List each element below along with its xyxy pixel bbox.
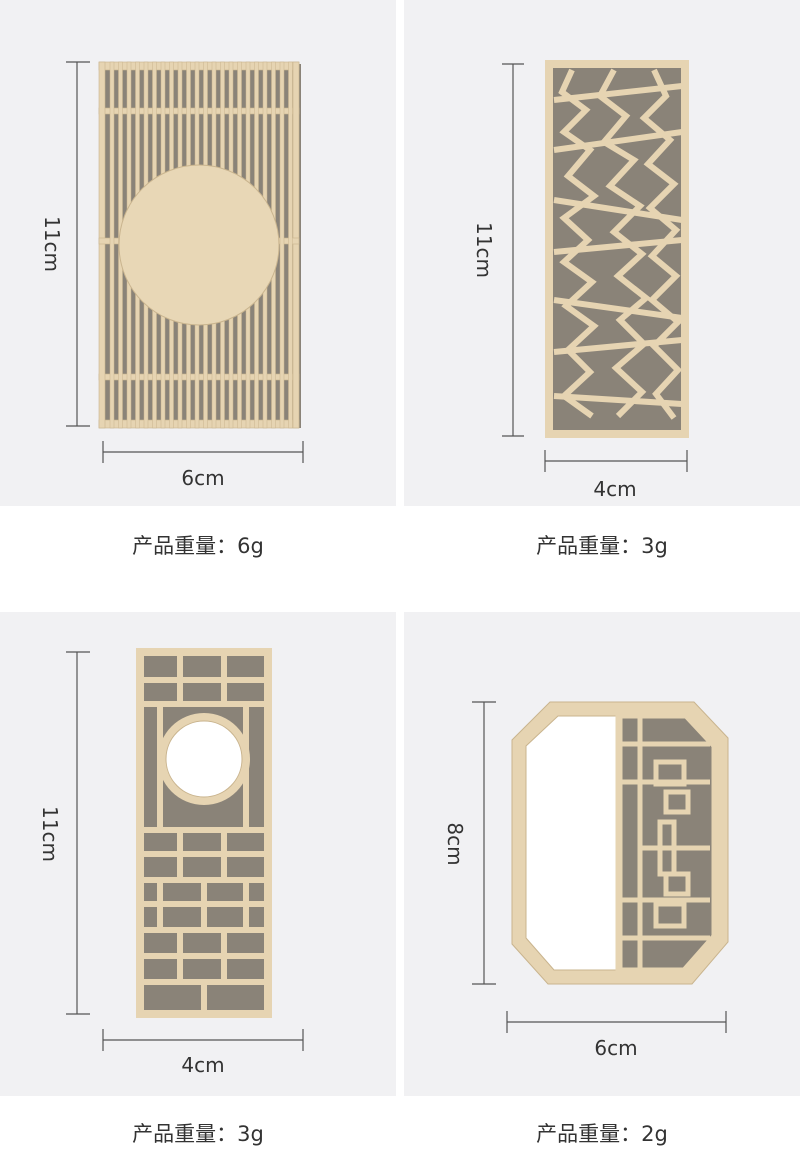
width-label-2: 4cm xyxy=(593,477,637,501)
width-label-1: 6cm xyxy=(181,466,225,490)
height-label-3: 11cm xyxy=(38,806,62,862)
weight-caption-1: 产品重量：6g xyxy=(132,534,264,558)
weight-caption-4: 产品重量：2g xyxy=(536,1122,668,1146)
ice-crack-lattice-coaster xyxy=(502,60,689,472)
window-grid-coaster xyxy=(66,648,304,1051)
height-label-4: 8cm xyxy=(443,822,467,866)
lattice-circle-coaster xyxy=(66,61,304,463)
octagon-window-coaster xyxy=(472,701,729,1033)
height-label-2: 11cm xyxy=(472,222,496,278)
weight-caption-2: 产品重量：3g xyxy=(536,534,668,558)
width-label-3: 4cm xyxy=(181,1053,225,1077)
height-label-1: 11cm xyxy=(40,216,64,272)
weight-caption-3: 产品重量：3g xyxy=(132,1122,264,1146)
width-label-4: 6cm xyxy=(594,1036,638,1060)
